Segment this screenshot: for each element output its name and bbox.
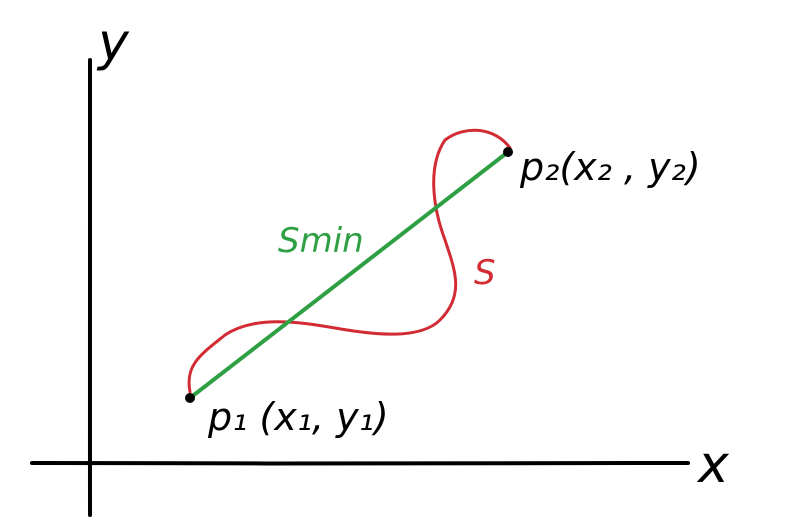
shortest-path-label: Smin — [278, 221, 364, 261]
curved-path-s — [187, 128, 512, 394]
y-axis-label: y — [96, 13, 130, 73]
curved-path-label: S — [474, 253, 496, 293]
x-axis-label: x — [696, 435, 730, 495]
point-p1-label: p₁ (x₁, y₁) — [207, 395, 389, 439]
point-p1 — [185, 393, 195, 403]
shortest-path-line — [188, 150, 510, 400]
point-p2-label: p₂(x₂ , y₂) — [519, 145, 701, 189]
point-p2 — [503, 147, 513, 157]
